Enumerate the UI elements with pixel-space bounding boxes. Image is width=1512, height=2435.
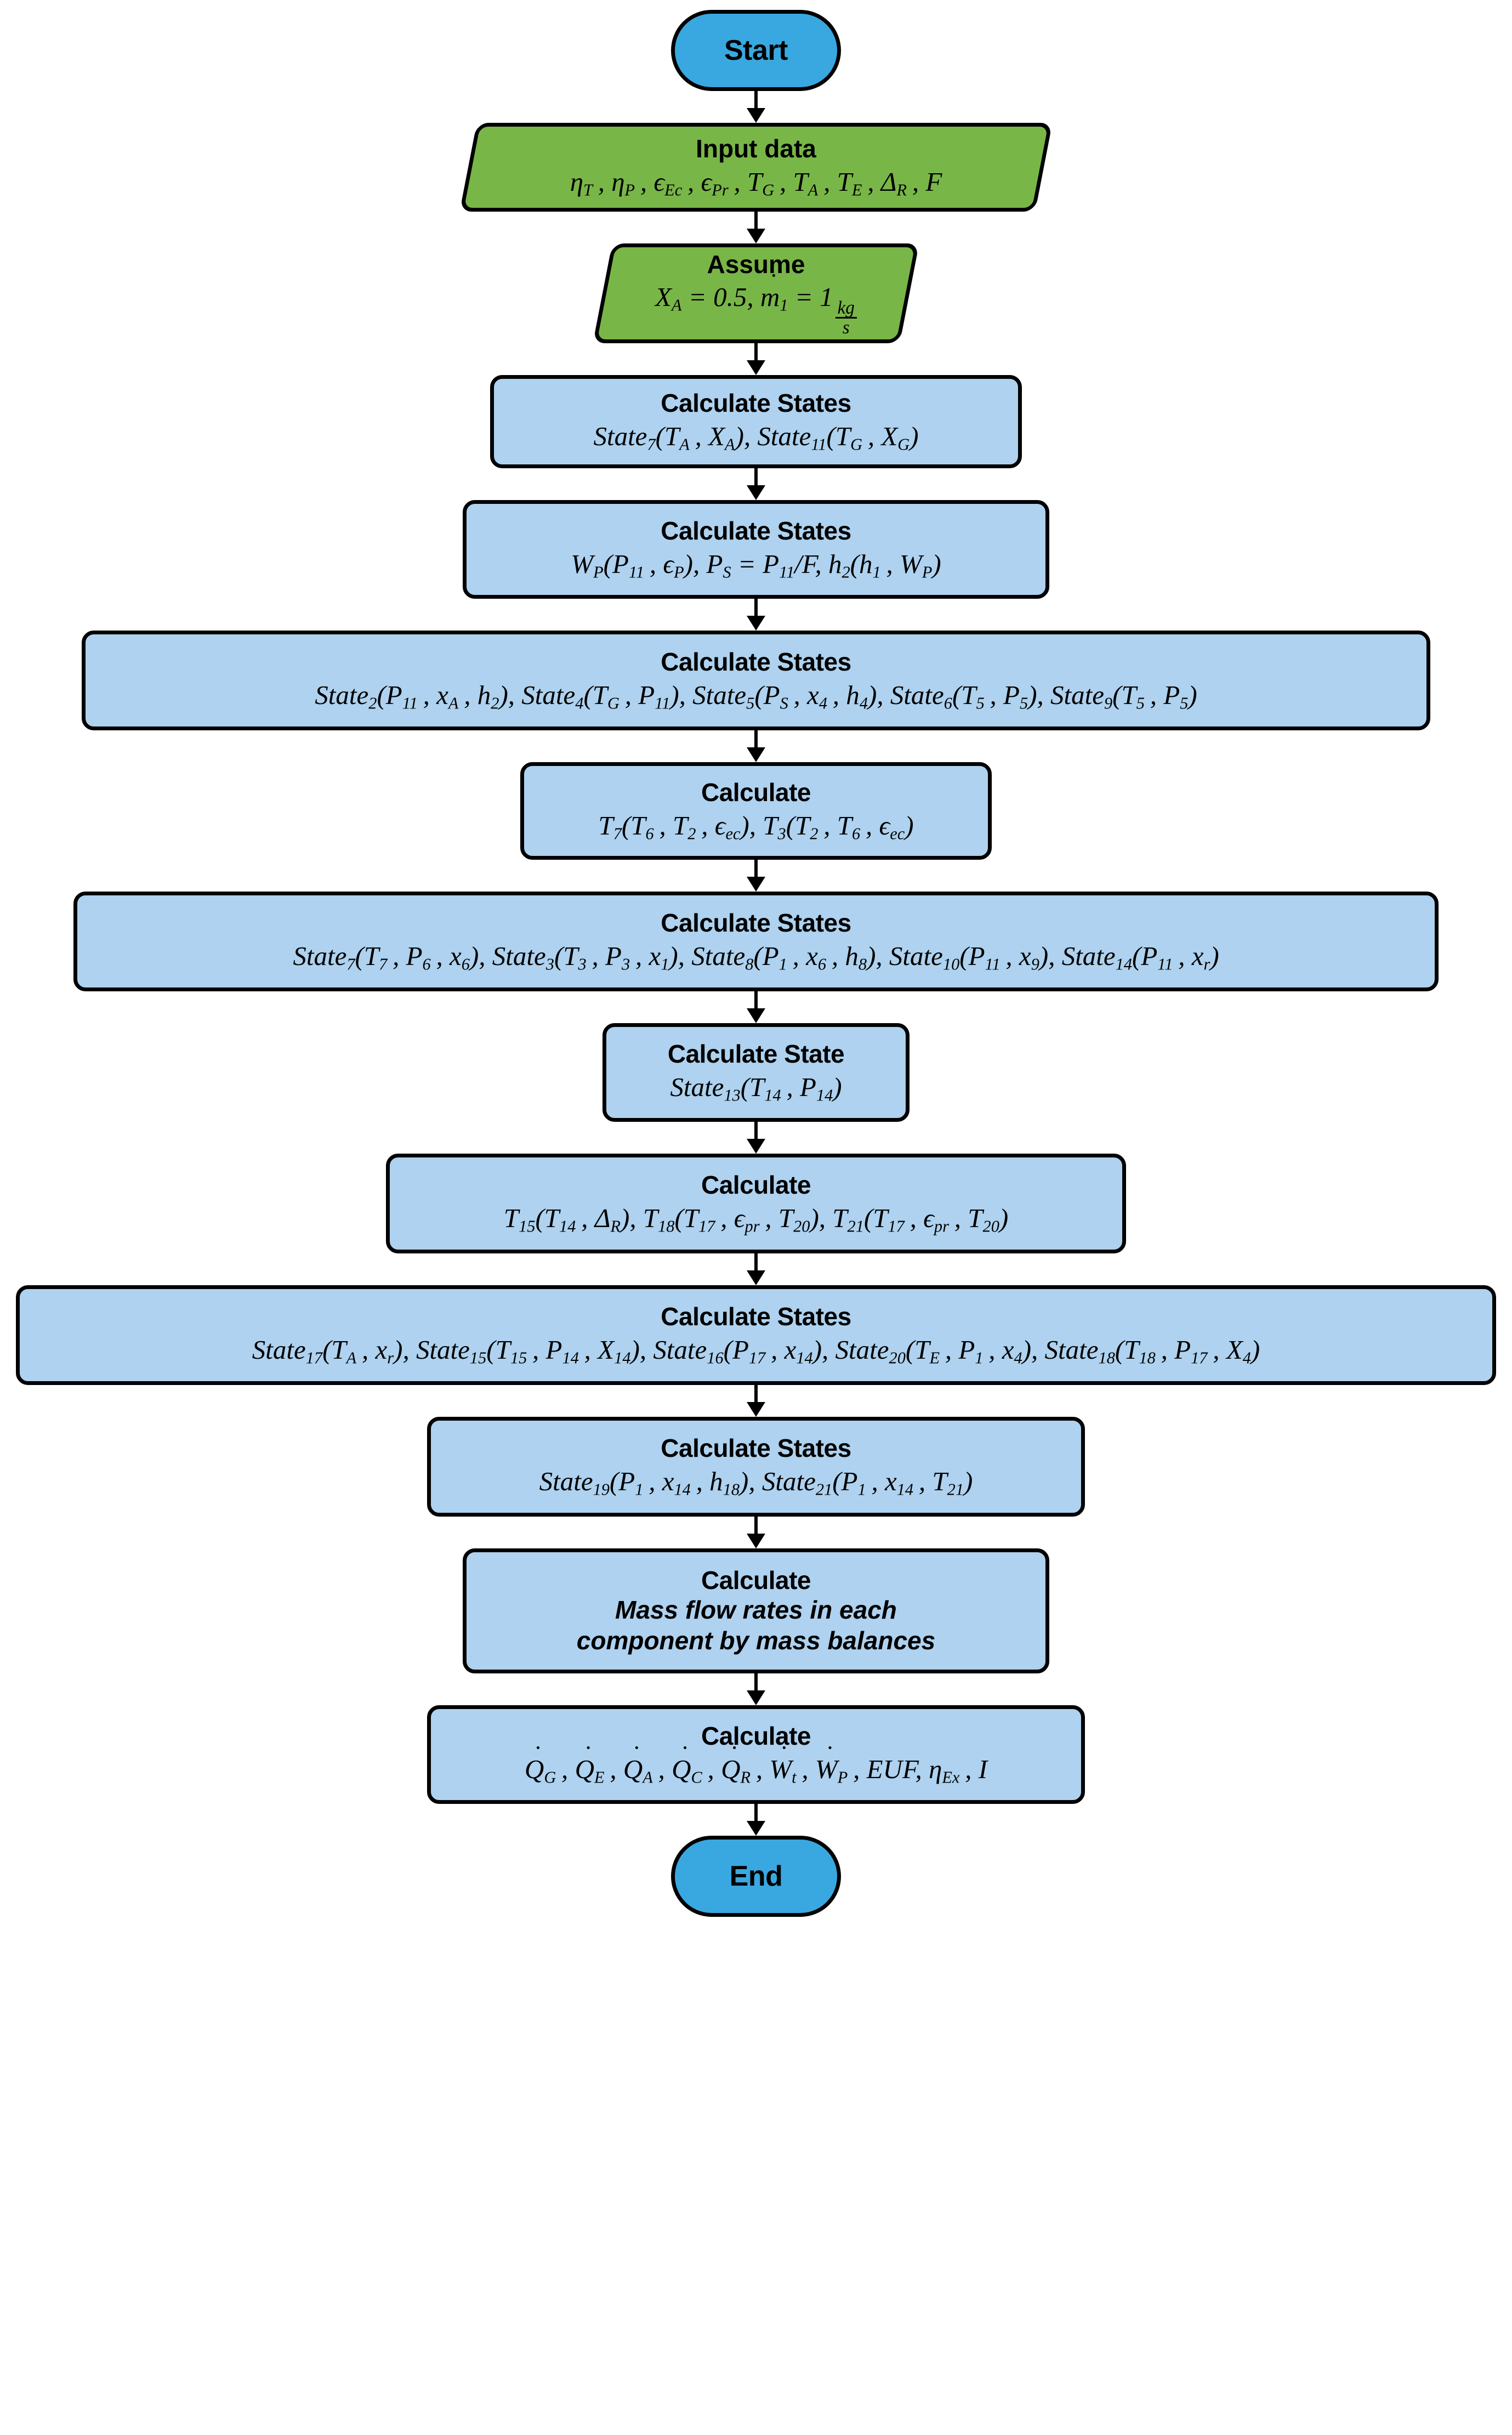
connector-line [754,1122,758,1139]
node-calc-states-1-title: Calculate States [661,389,851,418]
arrowhead-icon [747,1139,765,1154]
connector-states5-to-states6 [747,1385,765,1417]
node-calc-states-1-formula: State7(TA , XA), State11(TG , XG) [593,421,919,454]
connector-line [754,1385,758,1403]
arrowhead-icon [747,877,765,892]
node-calc-state-13-title: Calculate State [667,1040,845,1069]
node-calc-performance: Calculate QG , QE , QA , QC , QR , Wt , … [427,1705,1085,1804]
node-calc-state-13-formula: State13(T14 , P14) [670,1071,842,1105]
node-calc-states-2: Calculate States WP(P11 , ϵP), PS = P11/… [463,500,1049,599]
node-calc-mass-flow-title: Calculate [701,1566,811,1595]
node-calc-states-4-formula: State7(T7 , P6 , x6), State3(T3 , P3 , x… [293,940,1219,974]
connector-states3-to-temps1 [747,730,765,762]
arrowhead-icon [747,1402,765,1417]
connector-temps2-to-states5 [747,1253,765,1285]
node-calc-state-13: Calculate State State13(T14 , P14) [602,1023,910,1122]
connector-line [754,1253,758,1271]
node-calc-states-2-title: Calculate States [661,516,851,546]
node-calc-temps-1: Calculate T7(T6 , T2 , ϵec), T3(T2 , T6 … [520,762,992,860]
connector-line [754,730,758,748]
node-start-title: Start [724,34,788,66]
arrowhead-icon [747,108,765,123]
arrowhead-icon [747,1008,765,1023]
connector-line [754,343,758,361]
connector-line [754,1673,758,1691]
connector-states6-to-massflow [747,1517,765,1548]
connector-assume-to-states1 [747,343,765,375]
node-calc-performance-formula: QG , QE , QA , QC , QR , Wt , WP , EUF, … [525,1739,987,1787]
node-calc-states-2-formula: WP(P11 , ϵP), PS = P11/F, h2(h1 , WP) [571,548,941,582]
arrowhead-icon [747,1270,765,1285]
node-calc-states-1: Calculate States State7(TA , XA), State1… [490,375,1022,468]
arrowhead-icon [747,747,765,762]
arrowhead-icon [747,1690,765,1705]
connector-line [754,212,758,229]
node-start: Start [671,10,841,91]
arrowhead-icon [747,616,765,631]
connector-states4-to-state13 [747,991,765,1023]
connector-line [754,991,758,1009]
node-calc-performance-title: Calculate [701,1722,811,1751]
connector-line [754,468,758,486]
node-calc-states-6: Calculate States State19(P1 , x14 , h18)… [427,1417,1085,1517]
node-calc-temps-2-formula: T15(T14 , ΔR), T18(T17 , ϵpr , T20), T21… [503,1202,1009,1236]
connector-line [754,1517,758,1534]
connector-state13-to-temps2 [747,1122,765,1154]
node-calc-states-5: Calculate States State17(TA , xr), State… [16,1285,1496,1385]
connector-temps1-to-states4 [747,860,765,892]
node-calc-temps-1-formula: T7(T6 , T2 , ϵec), T3(T2 , T6 , ϵec) [598,810,914,843]
arrowhead-icon [747,1821,765,1836]
node-calc-states-3-formula: State2(P11 , xA , h2), State4(TG , P11),… [315,679,1197,713]
node-assume-title: Assume [707,249,805,279]
connector-massflow-to-performance [747,1673,765,1705]
node-end: End [671,1836,841,1917]
connector-line [754,1804,758,1821]
arrowhead-icon [747,360,765,375]
connector-line [754,599,758,616]
node-calc-states-6-title: Calculate States [661,1434,851,1463]
node-calc-states-6-formula: State19(P1 , x14 , h18), State21(P1 , x1… [539,1466,973,1499]
node-input-data-formula: ηT , ηP , ϵEc , ϵPr , TG , TA , TE , ΔR … [570,166,942,200]
node-input-data: Input data ηT , ηP , ϵEc , ϵPr , TG , TA… [459,123,1053,212]
node-calc-states-3-title: Calculate States [661,648,851,677]
node-input-data-title: Input data [696,134,816,163]
node-calc-states-5-title: Calculate States [661,1302,851,1331]
node-calc-temps-2: Calculate T15(T14 , ΔR), T18(T17 , ϵpr ,… [386,1154,1126,1253]
connector-states2-to-states3 [747,599,765,631]
arrowhead-icon [747,229,765,243]
arrowhead-icon [747,1534,765,1548]
connector-input-to-assume [747,212,765,243]
node-calc-states-3: Calculate States State2(P11 , xA , h2), … [82,631,1430,730]
connector-performance-to-end [747,1804,765,1836]
node-calc-temps-2-title: Calculate [701,1171,811,1200]
connector-states1-to-states2 [747,468,765,500]
connector-start-to-input [747,91,765,123]
node-calc-states-4: Calculate States State7(T7 , P6 , x6), S… [73,892,1439,991]
node-calc-temps-1-title: Calculate [701,778,811,807]
node-end-title: End [729,1860,783,1892]
node-calc-states-4-title: Calculate States [661,909,851,938]
connector-line [754,860,758,877]
connector-line [754,91,758,109]
arrowhead-icon [747,485,765,500]
node-calc-states-5-formula: State17(TA , xr), State15(T15 , P14 , X1… [252,1334,1260,1367]
